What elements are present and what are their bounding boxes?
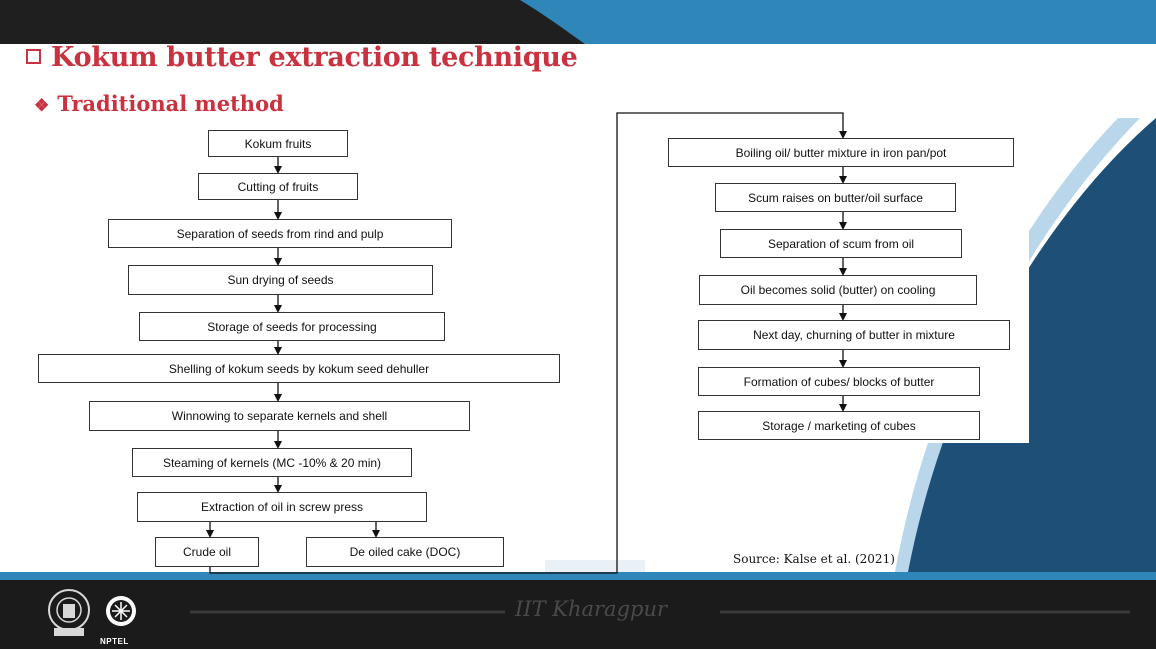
step-winnowing: Winnowing to separate kernels and shell	[89, 401, 470, 431]
step-separation-seeds: Separation of seeds from rind and pulp	[108, 219, 452, 248]
step-churning: Next day, churning of butter in mixture	[698, 320, 1010, 350]
bottom-divider	[0, 572, 1156, 580]
step-steaming: Steaming of kernels (MC -10% & 20 min)	[132, 448, 412, 477]
footer-institution: IIT Kharagpur	[515, 597, 668, 621]
step-cutting-fruits: Cutting of fruits	[198, 173, 358, 200]
step-separation-scum: Separation of scum from oil	[720, 229, 962, 258]
footer-decor-lines	[190, 610, 1130, 614]
step-boiling: Boiling oil/ butter mixture in iron pan/…	[668, 138, 1014, 167]
step-kokum-fruits: Kokum fruits	[208, 130, 348, 157]
top-banner-blue	[520, 0, 1156, 44]
slide-title-text: Kokum butter extraction technique	[51, 42, 578, 73]
step-extraction: Extraction of oil in screw press	[137, 492, 427, 522]
step-scum-raises: Scum raises on butter/oil surface	[715, 183, 956, 212]
source-citation: Source: Kalse et al. (2021)	[733, 552, 895, 566]
nptel-logo-icon	[103, 594, 139, 632]
step-formation-cubes: Formation of cubes/ blocks of butter	[698, 367, 980, 396]
footer-bar	[0, 580, 1156, 649]
output-crude-oil: Crude oil	[155, 537, 259, 567]
step-sun-drying: Sun drying of seeds	[128, 265, 433, 295]
step-solid-butter: Oil becomes solid (butter) on cooling	[699, 275, 977, 305]
diamond-bullet-icon: ❖	[34, 96, 50, 116]
step-shelling: Shelling of kokum seeds by kokum seed de…	[38, 354, 560, 383]
corner-navy-shape	[905, 118, 1156, 572]
slide-title: Kokum butter extraction technique	[26, 42, 578, 73]
step-storage-marketing: Storage / marketing of cubes	[698, 411, 980, 440]
iit-logo-icon	[46, 588, 92, 638]
step-storage-seeds: Storage of seeds for processing	[139, 312, 445, 341]
watermark-shape	[545, 560, 645, 574]
nptel-logo-text: NPTEL	[100, 637, 129, 646]
output-deoiled-cake: De oiled cake (DOC)	[306, 537, 504, 567]
checkbox-bullet-icon	[26, 49, 41, 64]
slide-subtitle: ❖ Traditional method	[34, 91, 284, 116]
slide-subtitle-text: Traditional method	[57, 91, 284, 116]
